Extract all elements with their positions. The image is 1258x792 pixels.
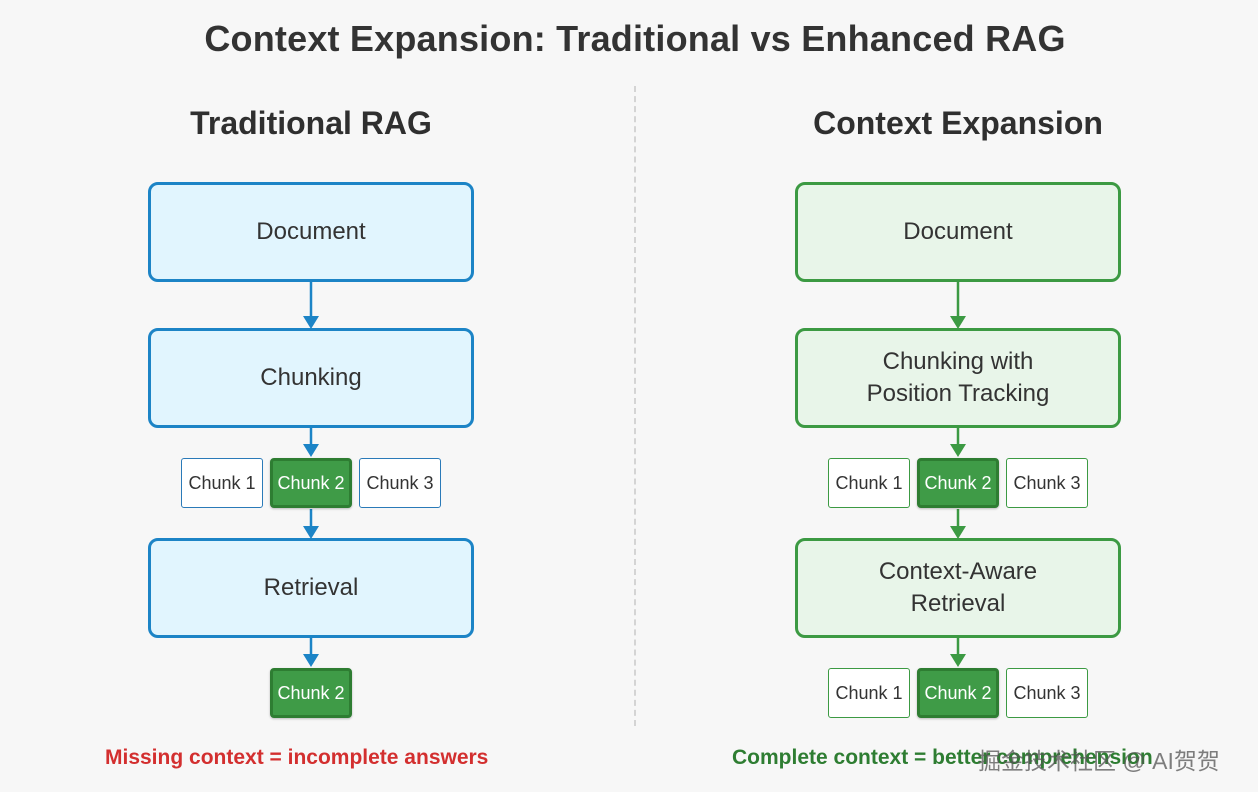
chunk-3-right: Chunk 3 xyxy=(1006,458,1088,508)
result-chunk-3-right: Chunk 3 xyxy=(1006,668,1088,718)
traditional-rag-heading: Traditional RAG xyxy=(190,105,432,141)
document-label: Document xyxy=(256,218,366,245)
traditional-footnote: Missing context = incomplete answers xyxy=(105,746,489,769)
chunk-3: Chunk 3 xyxy=(359,458,441,508)
chunk-1: Chunk 1 xyxy=(181,458,263,508)
chunk-1-right: Chunk 1 xyxy=(828,458,910,508)
retrieval-label-line1: Context-Aware xyxy=(878,558,1038,585)
chunking-label-line2: Position Tracking xyxy=(866,380,1050,407)
column-divider xyxy=(634,86,636,726)
context-expansion-heading: Context Expansion xyxy=(813,105,1103,141)
retrieval-label-line2: Retrieval xyxy=(910,590,1006,617)
watermark: 掘金技术社区 @ AI贺贺 xyxy=(978,748,1220,774)
retrieval-box: Retrieval xyxy=(148,538,474,638)
document-label-right: Document xyxy=(903,218,1013,245)
context-expansion-footnote: Complete context = better comprehension xyxy=(732,746,1153,769)
chunking-label-line1: Chunking with xyxy=(882,348,1034,375)
document-box-right: Document xyxy=(795,182,1121,282)
chunking-label: Chunking xyxy=(260,364,362,391)
chunk-2-selected: Chunk 2 xyxy=(270,458,352,508)
result-chunk-1-right: Chunk 1 xyxy=(828,668,910,718)
chunk-2-selected-right: Chunk 2 xyxy=(917,458,999,508)
chunking-box: Chunking xyxy=(148,328,474,428)
document-box: Document xyxy=(148,182,474,282)
retrieval-label: Retrieval xyxy=(263,574,359,601)
result-chunk-2: Chunk 2 xyxy=(270,668,352,718)
result-chunk-2-right: Chunk 2 xyxy=(917,668,999,718)
page-title: Context Expansion: Traditional vs Enhanc… xyxy=(204,18,1066,59)
chunking-position-box: Chunking with Position Tracking xyxy=(795,328,1121,428)
context-aware-retrieval-box: Context-Aware Retrieval xyxy=(795,538,1121,638)
